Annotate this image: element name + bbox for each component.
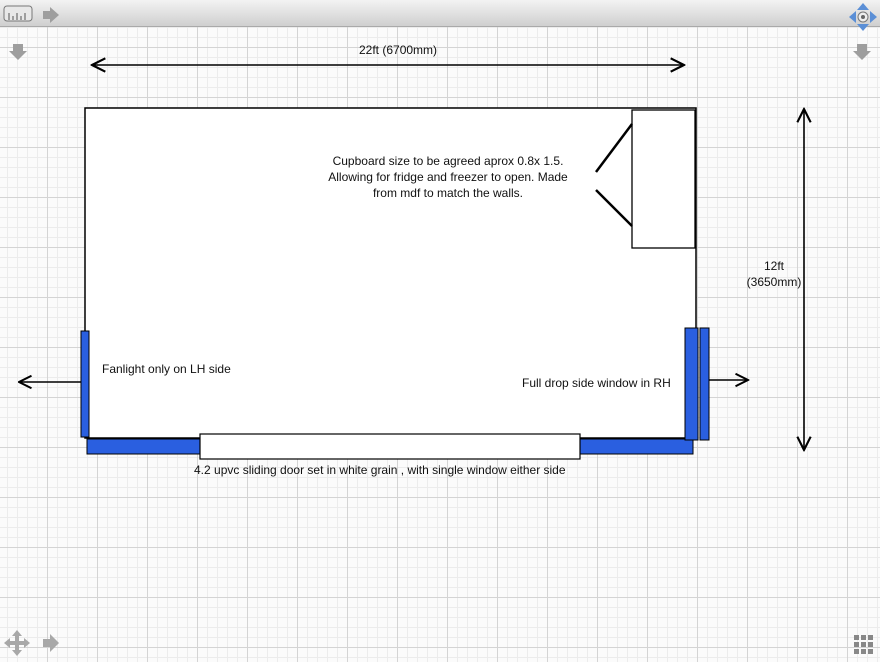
grid-icon[interactable]	[853, 634, 873, 654]
cupboard-door-line	[595, 123, 633, 173]
cupboard-note-line: Cupboard size to be agreed aprox 0.8x 1.…	[332, 154, 564, 168]
side-window-inner	[684, 327, 699, 441]
side-window-note: Full drop side window in RH	[522, 376, 671, 390]
move-arrows-icon[interactable]	[3, 629, 31, 657]
fanlight-window	[80, 330, 90, 438]
navigation-pad-icon[interactable]	[848, 2, 878, 32]
top-toolbar	[0, 0, 880, 27]
cupboard-note-line: Allowing for fridge and freezer to open.…	[328, 170, 568, 184]
fanlight-note: Fanlight only on LH side	[102, 362, 231, 376]
bottom-right-window	[579, 438, 694, 455]
height-label-line: (3650mm)	[746, 275, 802, 289]
bottom-left-window	[86, 438, 202, 455]
ruler-icon[interactable]	[3, 5, 33, 22]
cupboard-note-line: from mdf to match the walls.	[372, 186, 524, 200]
sliding-door	[199, 433, 581, 460]
arrow-right-icon[interactable]	[41, 633, 61, 653]
cupboard-note: Cupboard size to be agreed aprox 0.8x 1.…	[317, 153, 579, 201]
height-label-line: 12ft	[763, 259, 784, 273]
room-outline	[84, 107, 697, 439]
cupboard	[631, 109, 696, 249]
width-label: 22ft (6700mm)	[359, 43, 438, 57]
arrow-right-icon[interactable]	[41, 6, 61, 24]
arrow-down-icon[interactable]	[852, 42, 872, 62]
height-label: 12ft (3650mm)	[744, 258, 804, 290]
door-note: 4.2 upvc sliding door set in white grain…	[194, 463, 566, 477]
side-window-outer	[699, 327, 710, 441]
arrow-down-icon[interactable]	[8, 42, 28, 62]
cupboard-door-line	[595, 189, 633, 227]
